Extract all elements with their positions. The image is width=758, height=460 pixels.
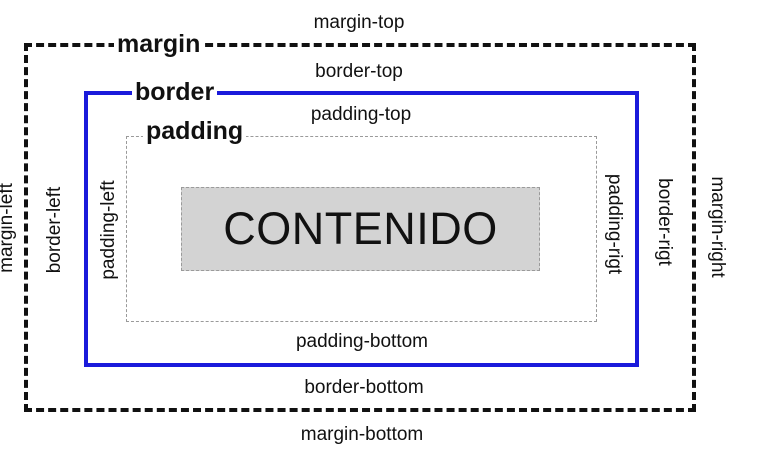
padding-box bbox=[126, 136, 597, 322]
margin-right-label: margin-right bbox=[707, 176, 728, 278]
content-label: CONTENIDO bbox=[223, 203, 498, 254]
padding-left-label: padding-left bbox=[98, 180, 119, 280]
margin-left-label: margin-left bbox=[0, 183, 17, 273]
border-title: border bbox=[132, 78, 218, 106]
padding-title: padding bbox=[143, 117, 247, 145]
border-box bbox=[84, 91, 639, 367]
margin-top-label: margin-top bbox=[313, 12, 405, 33]
padding-bottom-label: padding-bottom bbox=[295, 331, 429, 352]
padding-top-label: padding-top bbox=[310, 104, 412, 125]
border-left-label: border-left bbox=[44, 186, 65, 274]
border-right-label: border-rigt bbox=[654, 178, 675, 266]
padding-right-label: padding-rigt bbox=[604, 173, 625, 275]
margin-box bbox=[24, 43, 696, 412]
margin-bottom-label: margin-bottom bbox=[300, 424, 424, 445]
margin-title: margin bbox=[114, 30, 204, 58]
border-bottom-label: border-bottom bbox=[304, 377, 424, 398]
border-top-label: border-top bbox=[315, 61, 403, 82]
content-box: CONTENIDO bbox=[181, 187, 540, 271]
